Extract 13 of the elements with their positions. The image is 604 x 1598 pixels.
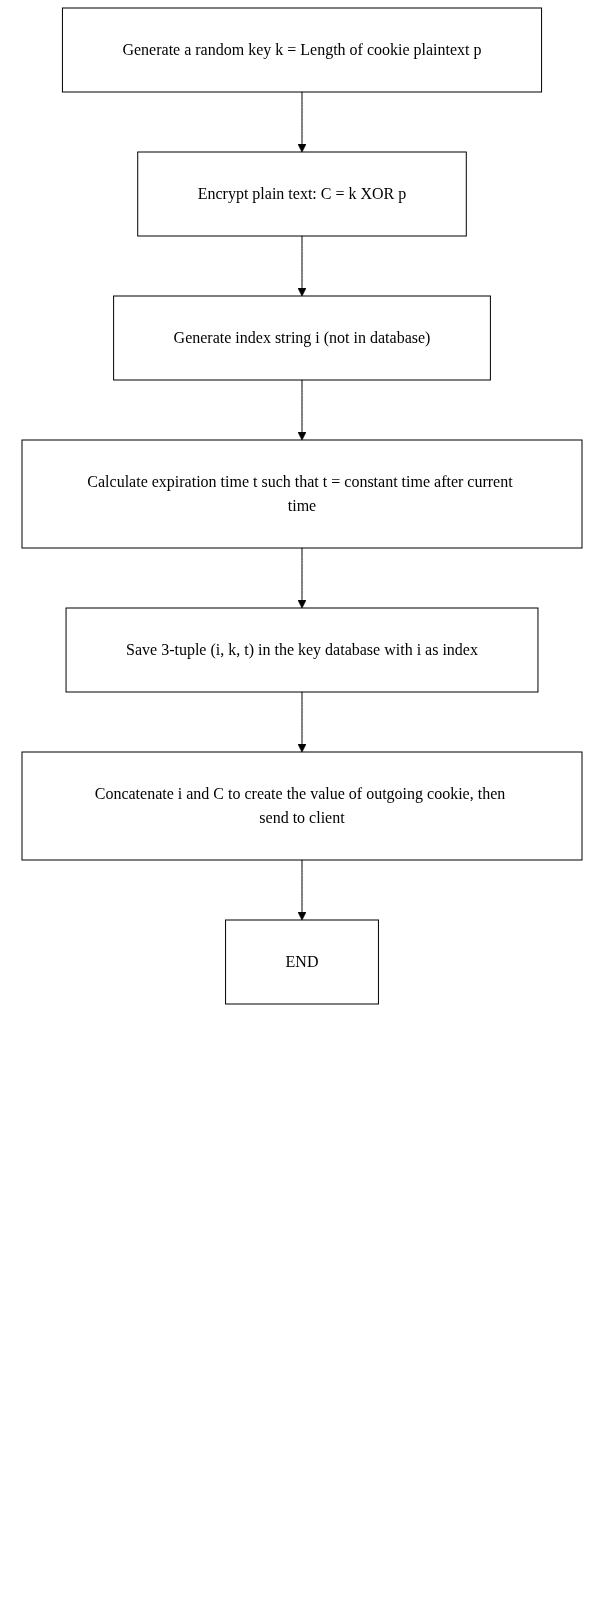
node-box: Generate index string i (not in database) — [113, 295, 491, 381]
node-box: Generate a random key k = Length of cookie plaintext p — [61, 7, 543, 93]
node-box: Encrypt plain text: C = k XOR p — [137, 151, 467, 237]
arrow — [297, 547, 307, 609]
node-box: Concatenate i and C to create the value of outgoing cookie, then send to client — [21, 751, 583, 861]
node-box: END — [225, 919, 379, 1005]
node-box: Save 3-tuple (i, k, t) in the key database with i as index — [65, 607, 539, 693]
arrow — [297, 235, 307, 297]
arrow — [297, 379, 307, 441]
arrow — [297, 859, 307, 921]
node-box: Calculate expiration time t such that t = constant time after current time — [21, 439, 583, 549]
arrow — [297, 691, 307, 753]
arrow — [297, 91, 307, 153]
